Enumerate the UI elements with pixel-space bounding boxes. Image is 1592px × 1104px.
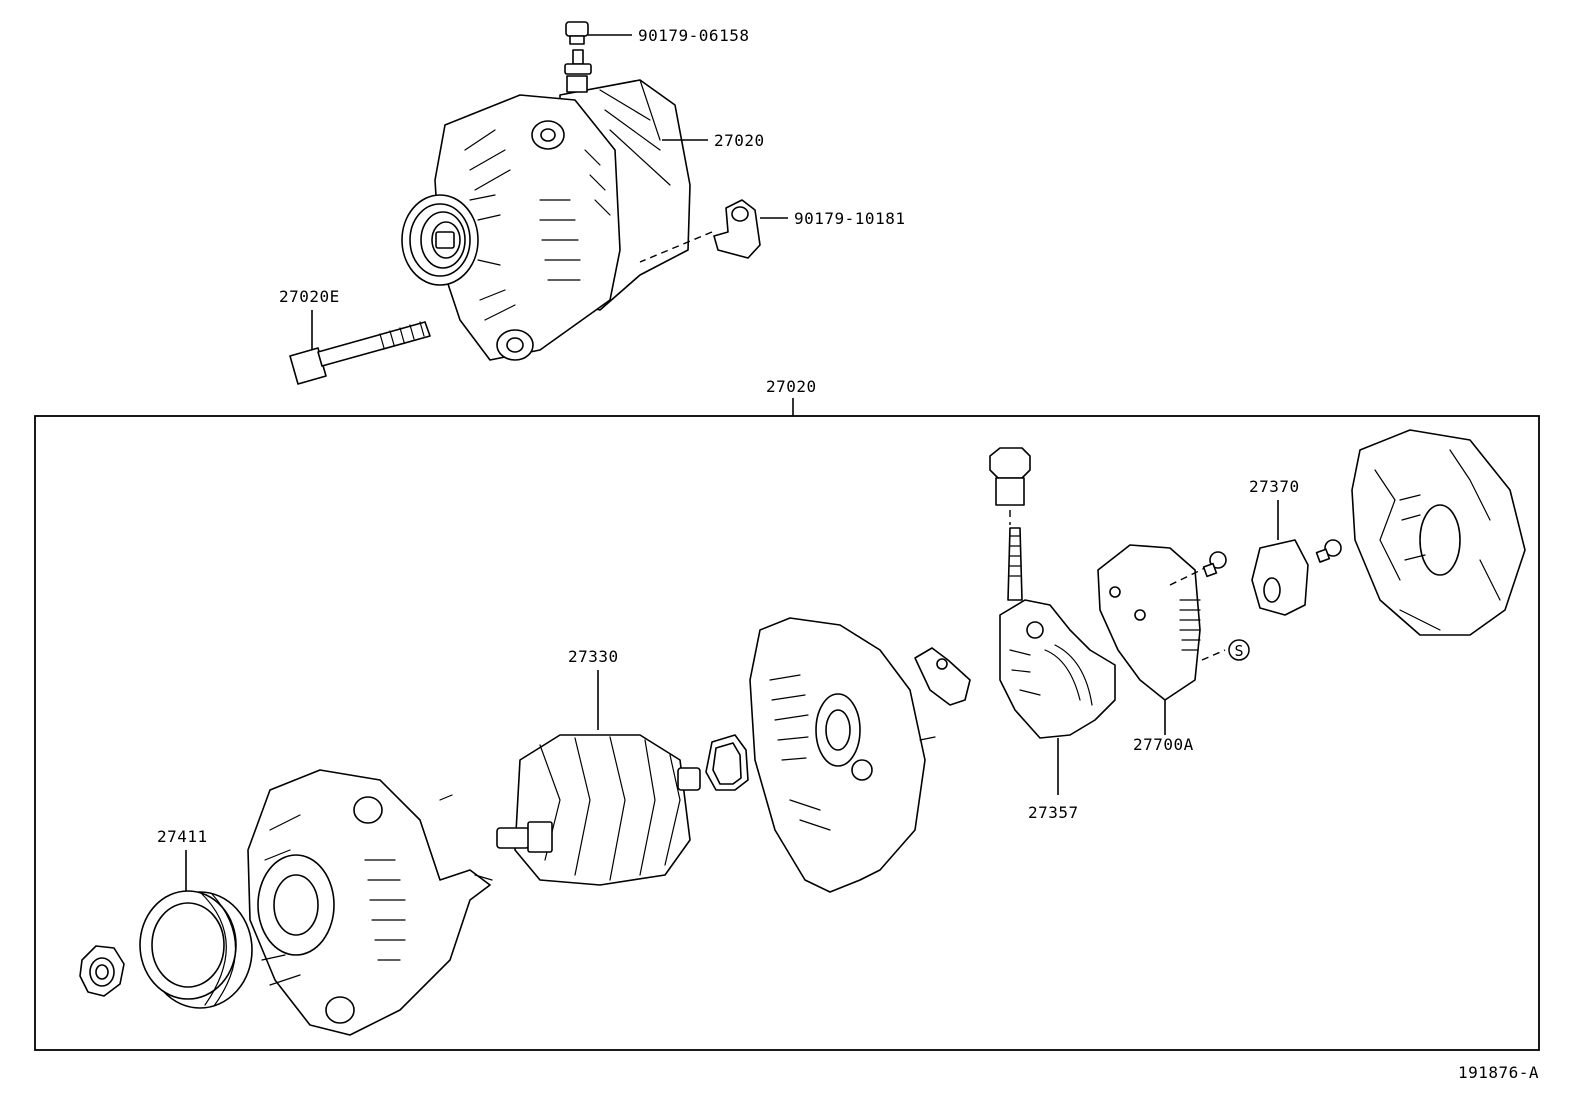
regulator-drawing: [1097, 544, 1226, 735]
part-number-regulator[interactable]: 27700A: [1133, 735, 1194, 754]
part-number-terminal-cap[interactable]: 90179-10181: [794, 209, 905, 228]
rear-plate-drawing: [914, 647, 971, 706]
part-number-through-bolt[interactable]: 27020E: [279, 287, 340, 306]
pulley-nut-drawing: [79, 945, 125, 997]
diagram-id: 191876-A: [1458, 1063, 1539, 1082]
part-number-terminal-insulator[interactable]: 27370: [1249, 477, 1300, 496]
terminal-bushing-drawing: [989, 447, 1031, 601]
assembly-label[interactable]: 27020: [766, 377, 817, 396]
part-number-rotor[interactable]: 27330: [568, 647, 619, 666]
sealant-symbol: S: [1228, 639, 1250, 661]
sealant-symbol-label: S: [1234, 642, 1243, 660]
part-number-bolt-top[interactable]: 90179-06158: [638, 26, 749, 45]
through-bolt-drawing: [289, 310, 431, 385]
rotor-seal-ring-drawing: [705, 734, 749, 791]
brush-holder-drawing: [999, 599, 1116, 795]
terminal-insulator-drawing: [1251, 500, 1309, 616]
rear-frame-drawing: [749, 617, 936, 893]
part-number-pulley[interactable]: 27411: [157, 827, 208, 846]
rear-cover-drawing: [1351, 429, 1526, 636]
alternator-assembly-drawing: [401, 75, 691, 361]
terminal-cap-drawing: [639, 199, 788, 263]
front-housing-drawing: [247, 769, 493, 1036]
top-bolt-drawing: [564, 21, 632, 75]
rotor-drawing: [496, 670, 701, 886]
screw-drawing: [1202, 539, 1342, 578]
pulley-drawing: [139, 850, 253, 1009]
part-number-alternator[interactable]: 27020: [714, 131, 765, 150]
part-number-brush-holder[interactable]: 27357: [1028, 803, 1079, 822]
assembly-frame: [34, 415, 1540, 1051]
